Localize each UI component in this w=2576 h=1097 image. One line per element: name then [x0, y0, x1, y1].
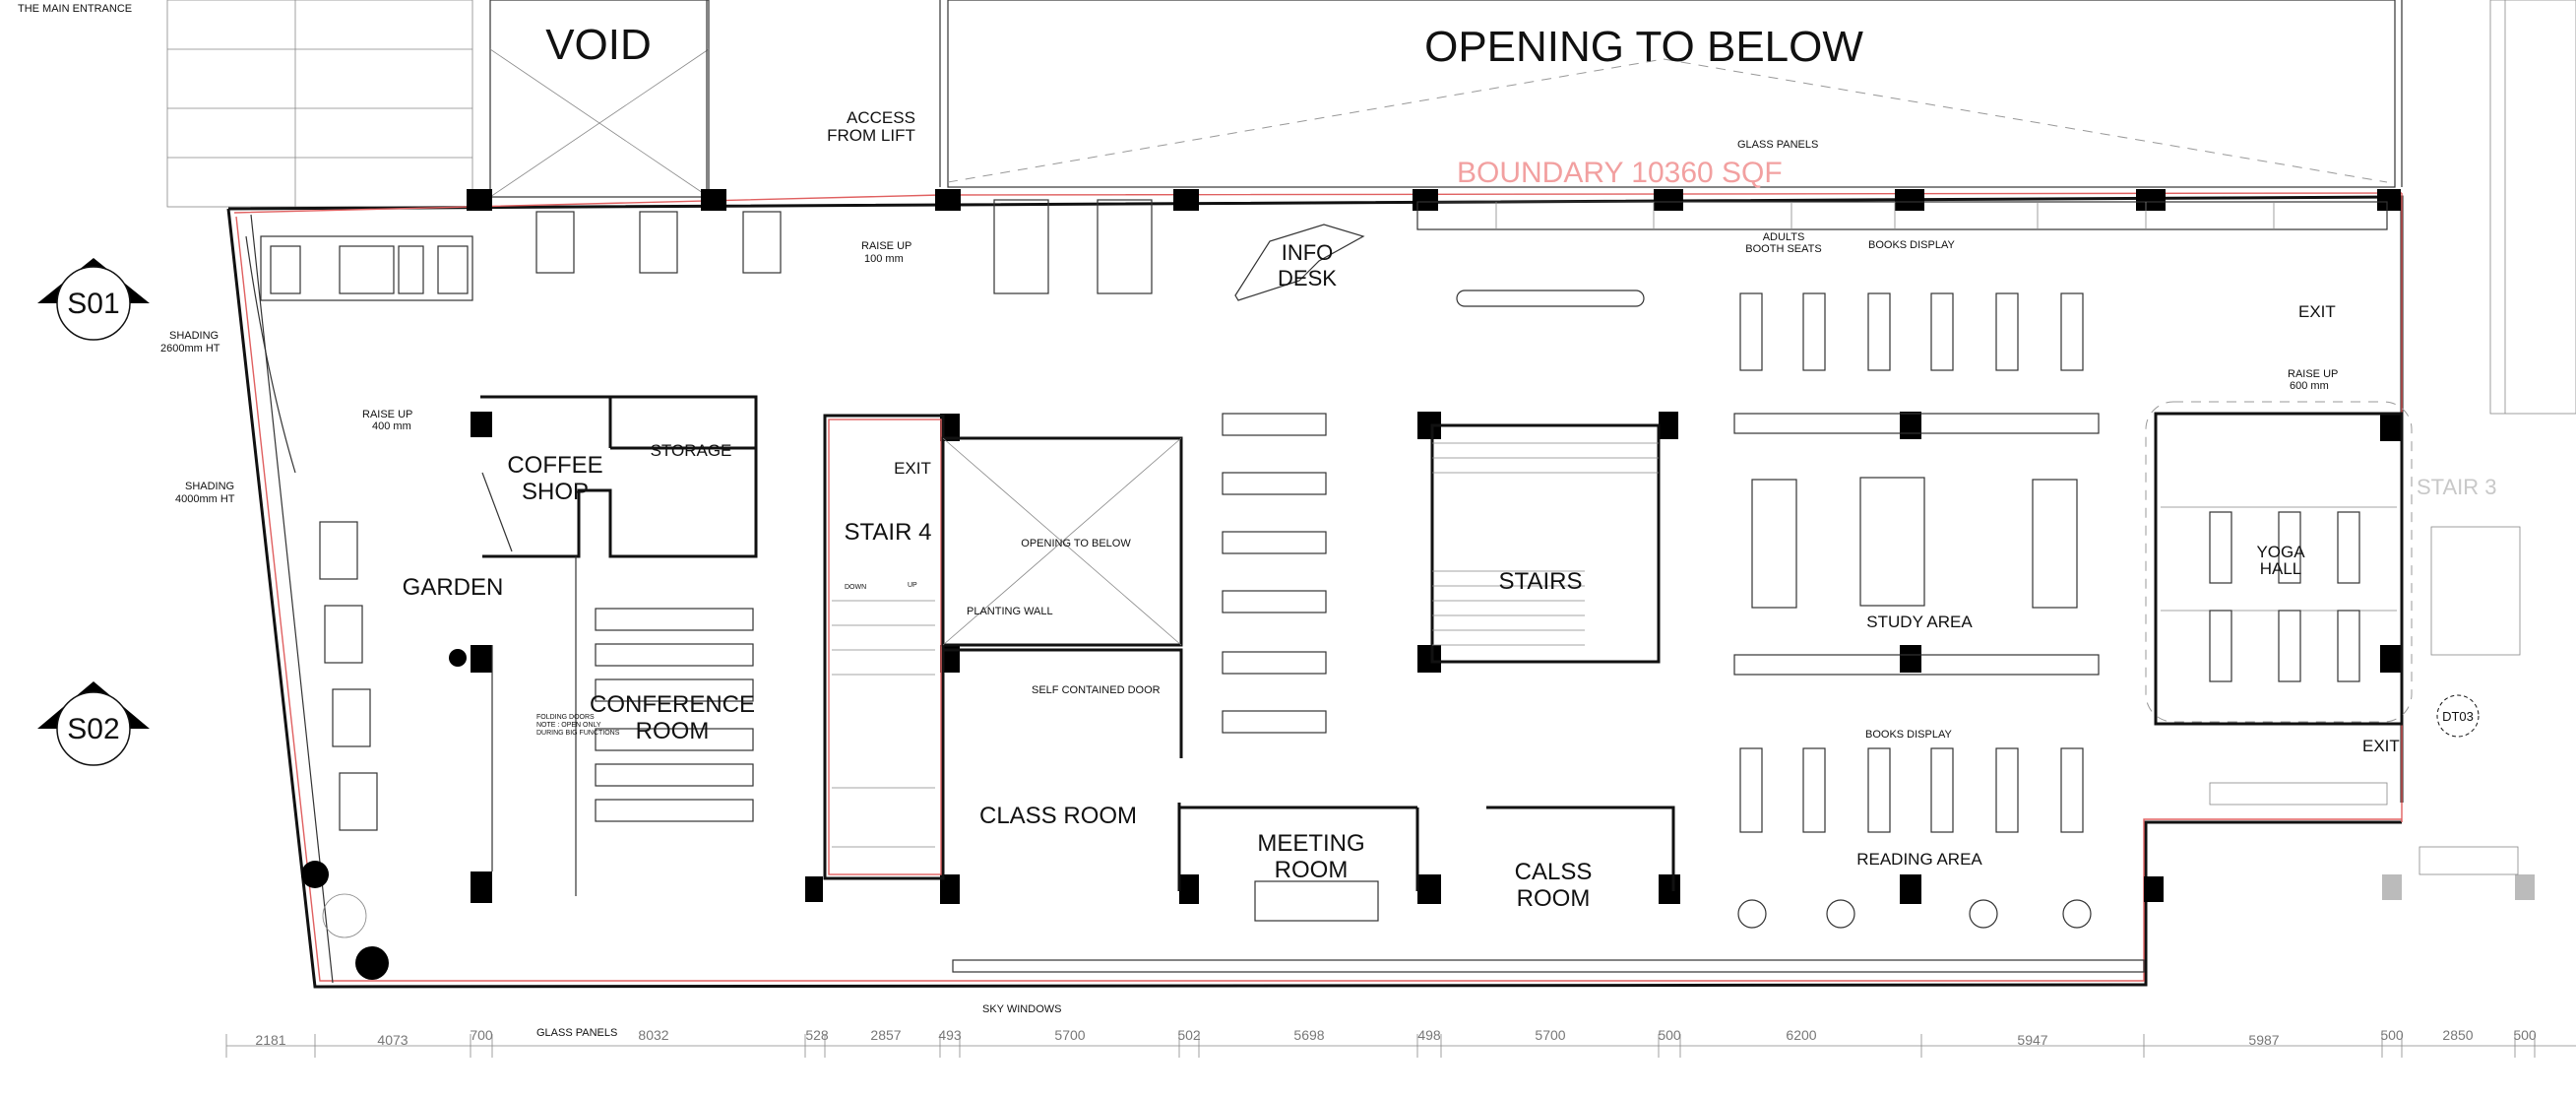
glass-panels-top-label: GLASS PANELS	[1737, 139, 1818, 151]
glass-panels-bottom-label: GLASS PANELS	[536, 1027, 617, 1039]
stair-3-label: STAIR 3	[2417, 475, 2497, 499]
boundary-label: BOUNDARY 10360 SQF	[1457, 157, 1783, 189]
meeting-room-label-2: ROOM	[1275, 857, 1349, 883]
shading-2600-label-2: 2600mm HT	[160, 343, 220, 355]
dimension-value: 5947	[2017, 1032, 2047, 1048]
exit-top-right-label: EXIT	[2298, 302, 2336, 321]
info-desk-label-1: INFO	[1282, 240, 1334, 265]
main-entrance-label: THE MAIN ENTRANCE	[18, 3, 132, 15]
planting-wall-label: PLANTING WALL	[967, 606, 1053, 617]
dimension-line	[225, 1034, 2576, 1058]
dimension-value: 5700	[1054, 1027, 1085, 1043]
shading-2600-label-1: SHADING	[169, 330, 219, 342]
raise-up-600-label-1: RAISE UP	[2288, 368, 2338, 380]
calss-room-label-1: CALSS	[1515, 859, 1593, 885]
meeting-room-label-1: MEETING	[1257, 830, 1364, 857]
dimension-value: 493	[938, 1027, 962, 1043]
opening-to-below-label: OPENING TO BELOW	[1424, 23, 1863, 71]
info-desk-label-2: DESK	[1278, 266, 1337, 290]
sky-windows-label: SKY WINDOWS	[982, 1003, 1061, 1015]
structural-columns	[467, 189, 2535, 904]
garden-label: GARDEN	[403, 574, 504, 601]
reading-area-label: READING AREA	[1856, 850, 1982, 869]
section-marker-s02: S02	[37, 681, 150, 766]
shading-4000-label-1: SHADING	[185, 481, 234, 492]
plan-labels: THE MAIN ENTRANCE VOID OPENING TO BELOW …	[18, 3, 2497, 1039]
dimension-value: 502	[1177, 1027, 1201, 1043]
class-room-label: CLASS ROOM	[979, 803, 1137, 829]
dimension-value: 528	[805, 1027, 829, 1043]
books-display-top-label: BOOKS DISPLAY	[1868, 239, 1955, 251]
access-from-lift-label-2: FROM LIFT	[827, 126, 915, 145]
top-region	[166, 0, 2576, 415]
furniture	[260, 199, 2521, 980]
study-area-label: STUDY AREA	[1866, 613, 1973, 631]
exit-stair4-label: EXIT	[894, 459, 931, 478]
dimension-value: 6200	[1786, 1027, 1816, 1043]
dimension-value: 2857	[870, 1027, 901, 1043]
raise-up-400-label-1: RAISE UP	[362, 409, 412, 420]
stair-down-label: DOWN	[845, 584, 866, 591]
dimension-value: 700	[470, 1027, 493, 1043]
void-label: VOID	[545, 21, 652, 69]
dimension-value: 500	[2513, 1027, 2537, 1043]
dimension-value: 2850	[2442, 1027, 2473, 1043]
yoga-hall-label-1: YOGA	[2256, 543, 2305, 561]
dimension-value: 2181	[255, 1032, 285, 1048]
opening-to-below-small-label: OPENING TO BELOW	[1021, 538, 1131, 549]
coffee-shop-label-2: SHOP	[522, 479, 589, 505]
coffee-shop-label-1: COFFEE	[507, 452, 602, 479]
conference-room-label-1: CONFERENCE	[590, 691, 755, 718]
stair-up-label: UP	[908, 582, 917, 589]
raise-up-400-label-2: 400 mm	[372, 420, 411, 432]
shading-4000-label-2: 4000mm HT	[175, 493, 235, 505]
section-s02-label: S02	[67, 713, 119, 745]
exit-bottom-right-label: EXIT	[2362, 737, 2400, 755]
dimension-value: 500	[2380, 1027, 2404, 1043]
raise-up-100-label-1: RAISE UP	[861, 240, 911, 252]
yoga-hall-label-2: HALL	[2260, 559, 2302, 578]
dt03-label: DT03	[2442, 709, 2474, 724]
section-s01-label: S01	[67, 288, 119, 320]
folding-doors-label-1: FOLDING DOORS	[536, 714, 595, 721]
adults-booth-label-1: ADULTS	[1763, 231, 1805, 243]
dimension-value: 498	[1417, 1027, 1441, 1043]
stair-4-label: STAIR 4	[845, 519, 932, 546]
dimension-value: 4073	[377, 1032, 408, 1048]
dimension-value: 5987	[2248, 1032, 2279, 1048]
stairs-label: STAIRS	[1499, 568, 1583, 595]
dimension-value: 5698	[1293, 1027, 1324, 1043]
dimension-value: 5700	[1535, 1027, 1565, 1043]
dimension-value: 500	[1658, 1027, 1681, 1043]
raise-up-100-label-2: 100 mm	[864, 253, 904, 265]
folding-doors-label-2: NOTE : OPEN ONLY	[536, 722, 601, 729]
storage-label: STORAGE	[651, 441, 732, 460]
dimension-value: 8032	[638, 1027, 668, 1043]
raise-up-600-label-2: 600 mm	[2290, 380, 2329, 392]
access-from-lift-label-1: ACCESS	[847, 108, 915, 127]
calss-room-label-2: ROOM	[1517, 885, 1591, 912]
conference-room-label-2: ROOM	[636, 718, 710, 744]
interior-walls	[245, 235, 2413, 896]
folding-doors-label-3: DURING BIG FUNCTIONS	[536, 730, 620, 737]
adults-booth-label-2: BOOTH SEATS	[1745, 243, 1821, 255]
self-contained-door-label: SELF CONTAINED DOOR	[1032, 684, 1161, 696]
dimension-labels: 2181 4073 700 8032 528 2857 493 5700 502…	[255, 1027, 2536, 1048]
books-display-bottom-label: BOOKS DISPLAY	[1865, 729, 1952, 741]
section-marker-s01: S01	[37, 258, 150, 341]
dt03-marker	[2436, 694, 2480, 738]
